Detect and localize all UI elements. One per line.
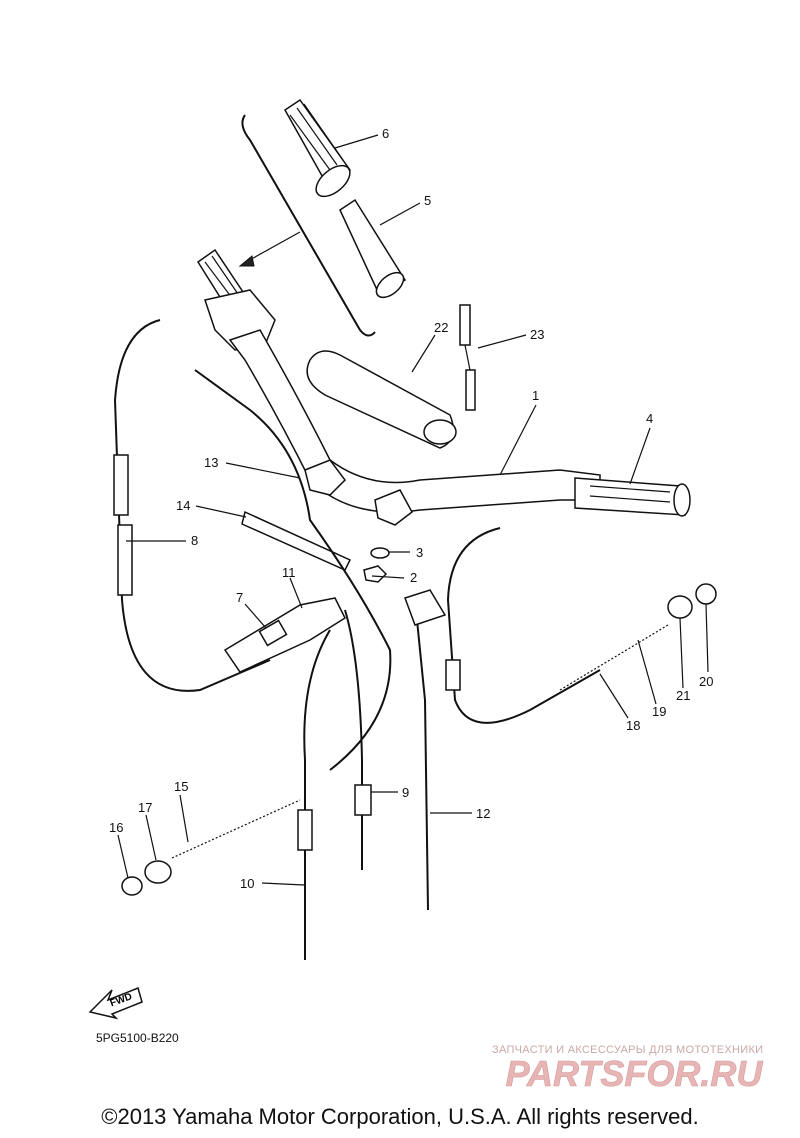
inset-arrowhead xyxy=(238,255,255,267)
part-8-cable xyxy=(113,319,271,692)
callout-21: 21 xyxy=(676,688,690,703)
inset-bracket xyxy=(241,114,376,337)
callout-18: 18 xyxy=(626,718,640,733)
part-20-nut xyxy=(695,583,717,605)
callout-22: 22 xyxy=(434,320,448,335)
copyright-footer: ©2013 Yamaha Motor Corporation, U.S.A. A… xyxy=(101,1104,699,1129)
part-6-grip xyxy=(284,98,351,198)
part-7-switch xyxy=(223,597,346,673)
callout-6: 6 xyxy=(382,126,389,141)
throttle-cable xyxy=(194,369,392,771)
part-23-tie xyxy=(459,304,476,411)
callout-19: 19 xyxy=(652,704,666,719)
part-17-adjuster xyxy=(144,860,172,884)
part-5-sleeve xyxy=(339,198,407,299)
part-3-washer xyxy=(370,547,390,559)
callout-14: 14 xyxy=(176,498,190,513)
callout-12: 12 xyxy=(476,806,490,821)
callout-4: 4 xyxy=(646,411,653,426)
callout-2: 2 xyxy=(410,570,417,585)
callout-16: 16 xyxy=(109,820,123,835)
part-2-nut xyxy=(363,565,388,583)
callout-5: 5 xyxy=(424,193,431,208)
watermark-tagline: ЗАПЧАСТИ И АКСЕССУАРЫ ДЛЯ МОТОТЕХНИКИ xyxy=(492,1044,764,1056)
callout-8: 8 xyxy=(191,533,198,548)
inset-arrow xyxy=(245,231,301,263)
part-15-spring xyxy=(171,799,301,859)
part-18-cable xyxy=(446,527,601,724)
callout-23: 23 xyxy=(530,327,544,342)
callout-10: 10 xyxy=(240,876,254,891)
callout-1: 1 xyxy=(532,388,539,403)
diagram-reference-code: 5PG5100-B220 xyxy=(96,1031,179,1045)
callout-20: 20 xyxy=(699,674,713,689)
callout-13: 13 xyxy=(204,455,218,470)
part-22-grip xyxy=(306,350,457,449)
holder-clamps xyxy=(304,459,413,526)
callout-9: 9 xyxy=(402,785,409,800)
part-19-spring xyxy=(559,624,669,691)
callout-15: 15 xyxy=(174,779,188,794)
fwd-arrow-icon: FWD xyxy=(88,986,143,1020)
callout-7: 7 xyxy=(236,590,243,605)
part-9-cable xyxy=(344,609,363,870)
part-14-cable-tie xyxy=(241,510,352,571)
part-4-right-grip xyxy=(574,477,691,517)
part-10-cable xyxy=(303,629,331,960)
svg-text:PARTSFOR.RU: PARTSFOR.RU xyxy=(506,1054,764,1094)
callout-17: 17 xyxy=(138,800,152,815)
part-16-nut xyxy=(121,876,143,896)
part-12-cable xyxy=(414,599,429,911)
part-21-adjuster xyxy=(667,595,693,619)
watermark-logo: PARTSFOR.RU xyxy=(505,1054,764,1094)
callout-11: 11 xyxy=(282,565,296,580)
callout-3: 3 xyxy=(416,545,423,560)
handlebar-parts-diagram: 1 2 3 4 5 6 7 8 9 10 11 12 13 14 15 16 1… xyxy=(88,98,717,1020)
